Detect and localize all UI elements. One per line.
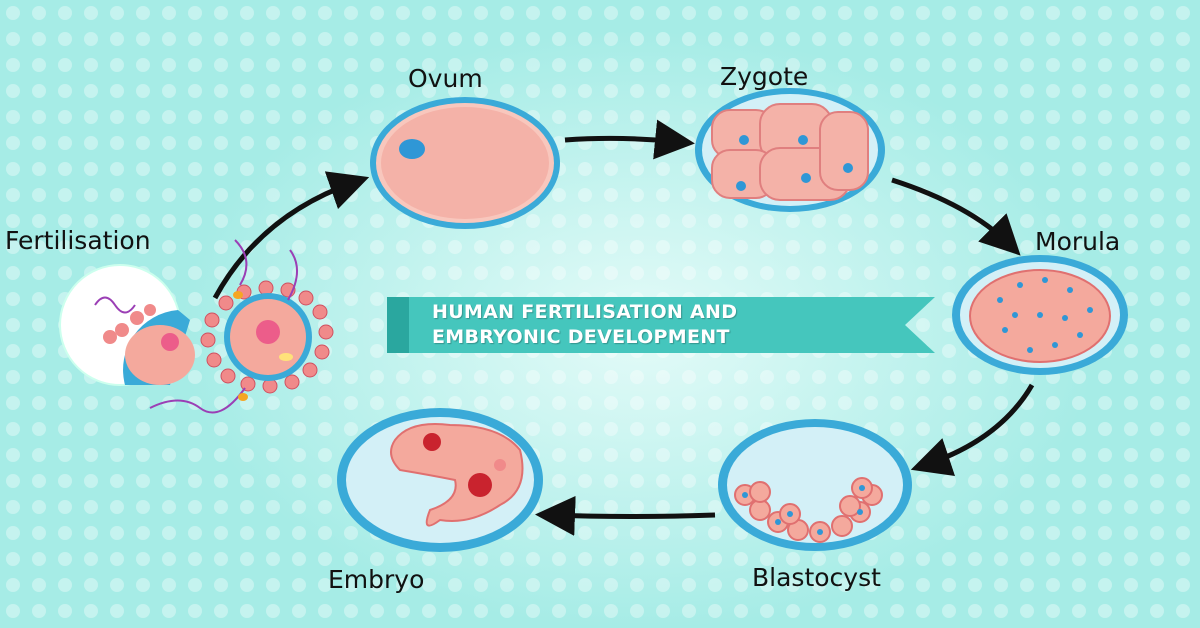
label-ovum: Ovum — [408, 64, 483, 93]
banner-title: HUMAN FERTILISATION AND EMBRYONIC DEVELO… — [432, 300, 737, 350]
banner-title-line1: HUMAN FERTILISATION AND — [432, 301, 738, 323]
banner-title-line2: EMBRYONIC DEVELOPMENT — [432, 326, 730, 348]
title-banner — [387, 297, 935, 353]
ovum-illustration — [370, 97, 560, 229]
embryo-illustration — [337, 408, 543, 552]
arrow-zygote-to-morula — [891, 177, 1021, 256]
arrow-ovum-to-zygote — [564, 119, 695, 160]
morula-illustration — [952, 255, 1128, 375]
label-blastocyst: Blastocyst — [752, 563, 881, 592]
label-zygote: Zygote — [720, 62, 809, 91]
arrow-blastocyst-to-embryo — [535, 495, 716, 536]
fertilisation-illustration — [59, 239, 334, 414]
label-embryo: Embryo — [328, 565, 425, 594]
label-fertilisation: Fertilisation — [5, 226, 151, 255]
blastocyst-illustration — [718, 419, 912, 551]
label-morula: Morula — [1035, 227, 1121, 256]
arrow-morula-to-blastocyst — [910, 383, 1035, 477]
zygote-illustration — [695, 88, 885, 212]
arrow-fertilisation-to-ovum — [212, 171, 370, 300]
